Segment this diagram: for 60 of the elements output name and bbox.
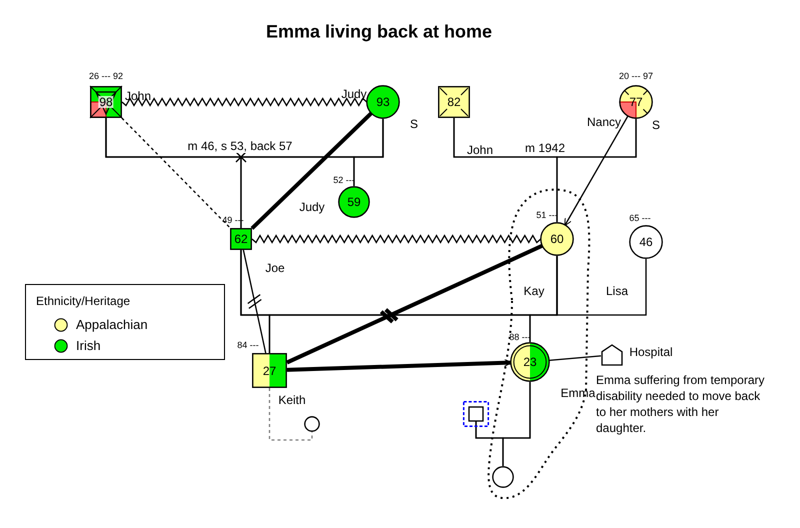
dashed-line: [121, 118, 231, 228]
male-square: [90, 86, 122, 118]
relationship-line: [529, 256, 558, 342]
age-number: 62: [234, 233, 248, 245]
age-number: 27: [262, 364, 276, 376]
life-dates: 26 --- 92: [89, 71, 123, 81]
conflict-line: [252, 234, 542, 244]
relationship-line: [502, 382, 531, 466]
female-circle: [338, 186, 370, 218]
male-square: [252, 353, 287, 388]
diagram-title: Emma living back at home: [266, 22, 492, 42]
female-circle: [619, 85, 653, 119]
female-circle: [304, 416, 320, 432]
age-number: 98: [98, 96, 114, 108]
legend-text: Appalachian: [76, 317, 148, 332]
partner-square: [463, 401, 489, 427]
edge-label: m 46, s 53, back 57: [186, 139, 294, 153]
female-circle: [540, 222, 574, 256]
person-name: Nancy: [587, 115, 621, 129]
person-name: Emma: [560, 386, 596, 400]
female-circle: [366, 85, 400, 119]
person-name: John: [466, 143, 494, 157]
legend-title: Ethnicity/Heritage: [36, 294, 132, 308]
female-circle: [492, 466, 514, 488]
person-name: Keith: [278, 393, 306, 407]
age-number: 59: [347, 196, 361, 208]
life-dates: 20 --- 97: [619, 71, 653, 81]
legend-text: Irish: [76, 338, 101, 353]
male-square: [438, 86, 470, 118]
relationship-line: [564, 116, 628, 226]
relationship-line: [556, 256, 647, 316]
person-name: Hospital: [629, 345, 673, 359]
relationship-line: [549, 355, 602, 362]
age-number: 60: [550, 233, 564, 245]
age-number: 93: [376, 96, 390, 108]
close-relationship-line: [286, 358, 512, 372]
person-name: Lisa: [606, 284, 628, 298]
conflict-line: [122, 97, 368, 107]
person-name: Judy: [341, 87, 367, 101]
person-name: Judy: [299, 200, 325, 214]
female-circle: [510, 342, 550, 382]
house-icon: [601, 344, 623, 366]
dashed-line: [268, 388, 313, 441]
life-dates: 84 ---: [237, 340, 259, 350]
person-name: S: [652, 118, 660, 132]
female-circle: [629, 225, 663, 259]
life-dates: 65 ---: [629, 213, 651, 223]
note-text: Emma suffering from temporary disability needed to move back to her mothers with her daughter.: [596, 372, 766, 436]
relationship-line: [353, 119, 384, 186]
person-name: S: [410, 117, 418, 131]
age-number: 46: [639, 236, 653, 248]
close-relationship-line: [250, 112, 373, 230]
age-number: 77: [629, 96, 643, 108]
edge-label: m 1942: [524, 141, 566, 155]
male-square: [230, 228, 252, 250]
age-number: 82: [447, 96, 461, 108]
person-name: Joe: [265, 261, 285, 275]
relationship-line: [556, 119, 637, 222]
person-name: Kay: [524, 284, 544, 298]
close-relationship-line: [285, 244, 544, 364]
